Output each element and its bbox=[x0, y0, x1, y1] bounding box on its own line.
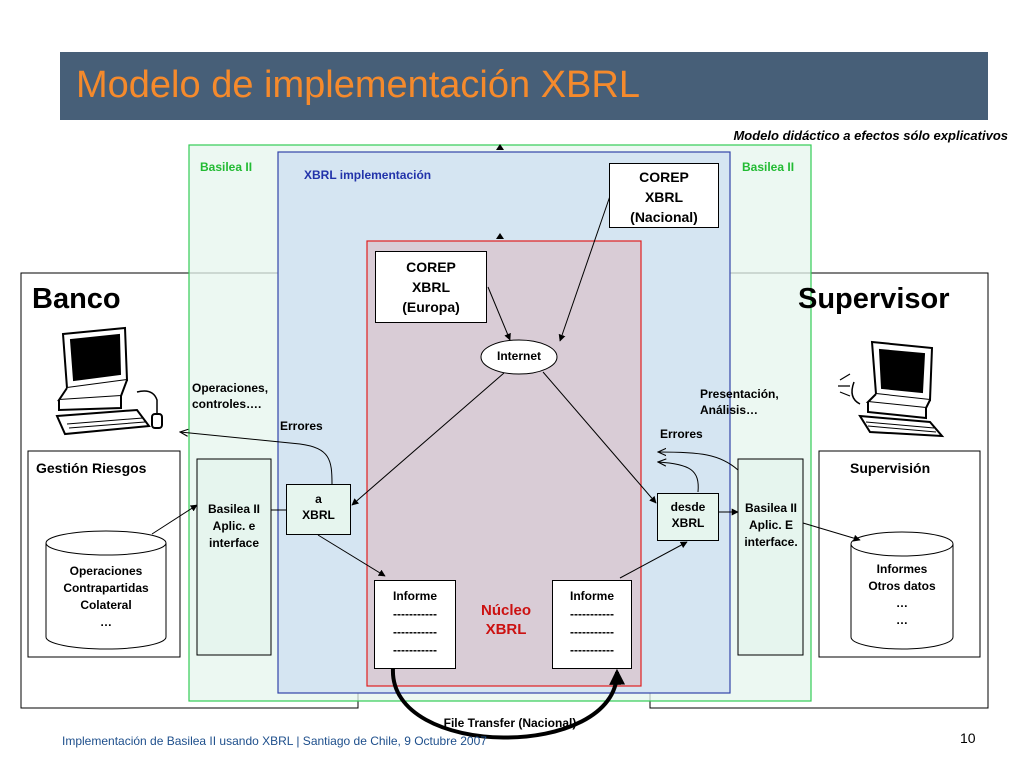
errores-label-supervisor: Errores bbox=[660, 427, 703, 441]
corep-europa-line: (Europa) bbox=[402, 299, 460, 315]
banco-database-text: Operaciones Contrapartidas Colateral … bbox=[46, 563, 166, 631]
desde-xbrl-box: desde XBRL bbox=[657, 493, 719, 541]
nucleo-label-line: Núcleo bbox=[480, 602, 531, 619]
banco-database bbox=[45, 530, 167, 650]
a-xbrl-line: a bbox=[315, 492, 322, 506]
banco-app-box bbox=[196, 458, 272, 656]
gestion-riesgos-label: Gestión Riesgos bbox=[36, 460, 147, 476]
banco-database-line: … bbox=[100, 615, 112, 629]
nucleo-label: Núcleo XBRL bbox=[466, 601, 546, 639]
supervisor-app-text: Basilea II Aplic. E interface. bbox=[734, 500, 808, 551]
informe-right-line: ----------- bbox=[570, 643, 614, 657]
desde-xbrl-line: XBRL bbox=[671, 516, 705, 530]
errores-label-bank: Errores bbox=[280, 419, 323, 433]
supervisor-database bbox=[850, 531, 954, 650]
page-number: 10 bbox=[960, 730, 976, 746]
corep-nacional-line: COREP bbox=[639, 169, 689, 185]
supervisor-database-line: Informes bbox=[876, 562, 928, 576]
banco-app-line: interface bbox=[208, 536, 260, 550]
supervisor-app-line: interface. bbox=[744, 535, 798, 549]
computer-icon-bank bbox=[55, 326, 163, 436]
corep-nacional-line: (Nacional) bbox=[630, 209, 698, 225]
a-xbrl-line: XBRL bbox=[302, 508, 335, 522]
corep-nacional-line: XBRL bbox=[644, 189, 684, 205]
informe-left-line: ----------- bbox=[393, 643, 437, 657]
operaciones-label-line: Operaciones, bbox=[192, 381, 269, 395]
supervisor-database-line: … bbox=[896, 596, 908, 610]
basilea-label-left: Basilea II bbox=[200, 160, 253, 174]
footer-text: Implementación de Basilea II usando XBRL… bbox=[62, 734, 487, 748]
banco-app-line: Basilea II bbox=[207, 502, 261, 516]
presentacion-label-line: Análisis… bbox=[700, 403, 759, 417]
presentacion-label-line: Presentación, bbox=[700, 387, 779, 401]
desde-xbrl-line: desde bbox=[670, 500, 706, 514]
informe-left-line: Informe bbox=[392, 589, 437, 603]
operaciones-label: Operaciones, controles…. bbox=[192, 380, 268, 412]
banco-database-line: Operaciones bbox=[69, 564, 143, 578]
informe-left-line: ----------- bbox=[393, 625, 437, 639]
banco-app-text: Basilea II Aplic. e interface bbox=[197, 501, 271, 552]
corep-europa-box: COREP XBRL (Europa) bbox=[375, 251, 487, 323]
corep-europa-line: XBRL bbox=[411, 279, 451, 295]
supervisor-app-box bbox=[737, 458, 804, 656]
corep-europa-line: COREP bbox=[406, 259, 456, 275]
internet-label: Internet bbox=[496, 349, 541, 363]
internet-ellipse bbox=[480, 339, 558, 375]
supervision-label: Supervisión bbox=[850, 460, 931, 476]
computer-icon-supervisor bbox=[838, 340, 945, 438]
informe-box-right: Informe ----------- ----------- --------… bbox=[552, 580, 632, 669]
banco-heading: Banco bbox=[32, 283, 121, 315]
slide-title: Modelo de implementación XBRL bbox=[76, 64, 640, 106]
banco-database-line: Contrapartidas bbox=[63, 581, 149, 595]
supervisor-database-text: Informes Otros datos … … bbox=[851, 561, 953, 629]
supervisor-heading: Supervisor bbox=[798, 283, 950, 315]
presentacion-label: Presentación, Análisis… bbox=[700, 386, 779, 418]
informe-box-left: Informe ----------- ----------- --------… bbox=[374, 580, 456, 669]
didactic-note: Modelo didáctico a efectos sólo explicat… bbox=[733, 128, 1008, 143]
a-xbrl-box: a XBRL bbox=[286, 484, 351, 535]
basilea-label-right: Basilea II bbox=[742, 160, 795, 174]
informe-left-line: ----------- bbox=[393, 607, 437, 621]
corep-nacional-box: COREP XBRL (Nacional) bbox=[609, 163, 719, 228]
notch-mid bbox=[496, 233, 504, 239]
supervisor-database-line: Otros datos bbox=[868, 579, 936, 593]
informe-right-line: Informe bbox=[569, 589, 614, 603]
supervisor-app-line: Basilea II bbox=[744, 501, 798, 515]
nucleo-label-line: XBRL bbox=[485, 621, 527, 638]
file-transfer-label: File Transfer (Nacional) bbox=[443, 716, 577, 730]
informe-right-line: ----------- bbox=[570, 607, 614, 621]
supervisor-database-line: … bbox=[896, 613, 908, 627]
xbrl-implementation-label: XBRL implementación bbox=[304, 168, 432, 182]
operaciones-label-line: controles…. bbox=[192, 397, 262, 411]
banco-app-line: Aplic. e bbox=[212, 519, 256, 533]
title-bar bbox=[60, 52, 988, 120]
informe-right-line: ----------- bbox=[570, 625, 614, 639]
notch-top bbox=[496, 144, 504, 150]
supervisor-app-line: Aplic. E bbox=[748, 518, 793, 532]
banco-database-line: Colateral bbox=[80, 598, 132, 612]
